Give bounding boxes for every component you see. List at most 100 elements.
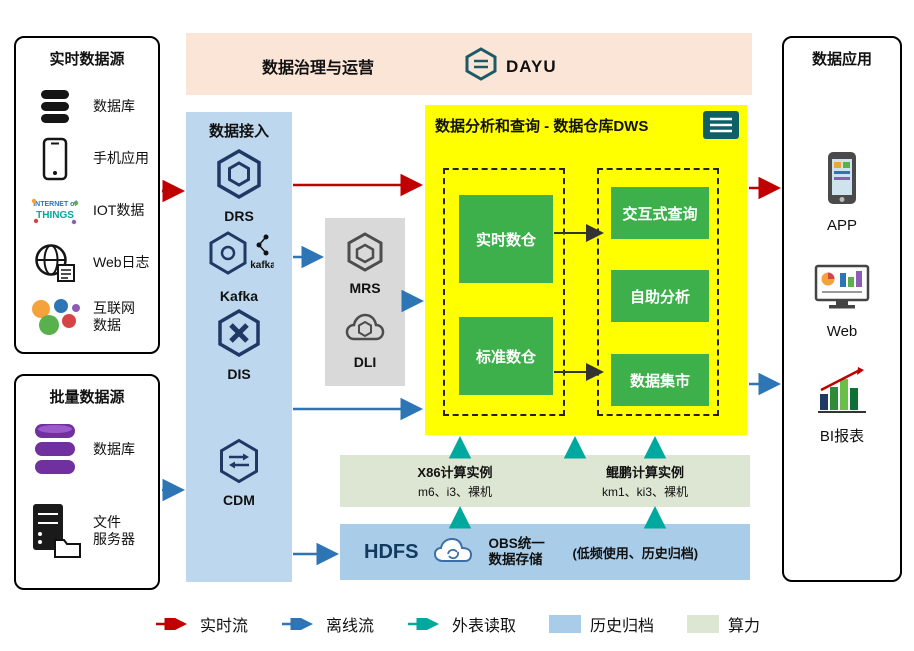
service-label: 交互式查询	[622, 205, 698, 223]
source-label: 文件 服务器	[93, 513, 135, 548]
source-label: 数据库	[93, 441, 135, 458]
offline-arrow-swatch	[281, 618, 313, 630]
source-label: 数据库	[93, 98, 135, 115]
application-label: APP	[826, 217, 857, 234]
legend-item-compute: 算力	[686, 612, 760, 636]
governance-title: 数据治理与运营	[262, 60, 375, 77]
svg-text:THINGS: THINGS	[36, 210, 74, 221]
service-label: MRS	[349, 280, 381, 296]
compute-title: X86计算实例	[417, 465, 493, 480]
obs-cloud-icon	[430, 534, 476, 571]
application-label: Web	[826, 323, 858, 340]
x86-compute: X86计算实例 m6、i3、裸机	[380, 462, 530, 500]
dayu-icon	[464, 47, 498, 86]
service-label: CDM	[223, 492, 255, 508]
warehouse-box: 实时数仓	[459, 195, 553, 283]
dayu-brand: DAYU	[464, 47, 557, 86]
list-item: kafka Kafka	[186, 228, 292, 304]
service-box: 数据集市	[611, 354, 709, 406]
batch-sources-panel: 批量数据源 数据库 文件 服务器	[14, 374, 160, 590]
realtime-sources-title: 实时数据源	[49, 51, 125, 68]
list-item: DIS	[186, 308, 292, 382]
realtime-sources-panel: 实时数据源 数据库 手机应用 INTERNET of	[14, 36, 160, 354]
list-item: Web	[784, 264, 900, 340]
compute-sub: m6、i3、裸机	[417, 485, 492, 499]
kafka-icon: kafka	[204, 228, 276, 285]
processing-panel: MRS DLI	[325, 218, 405, 386]
compute-panel: X86计算实例 m6、i3、裸机 鲲鹏计算实例 km1、ki3、裸机	[340, 455, 750, 507]
ingestion-panel: 数据接入 DRS kafka Kafka	[186, 112, 292, 582]
list-item: INTERNET of THINGS IOT数据	[26, 186, 154, 236]
svg-text:kafka: kafka	[250, 260, 274, 271]
dayu-label: DAYU	[506, 56, 557, 76]
source-label: IOT数据	[93, 202, 145, 219]
service-label: 自助分析	[629, 288, 690, 306]
dli-icon	[343, 310, 387, 351]
list-item: CDM	[186, 438, 292, 508]
legend: 实时流 离线流 外表读取 历史归档 算力	[0, 612, 914, 636]
service-box: 交互式查询	[611, 187, 709, 239]
dis-icon	[214, 308, 264, 363]
legend-label: 历史归档	[590, 618, 655, 635]
service-box: 自助分析	[611, 270, 709, 322]
list-item: 数据库	[26, 418, 154, 482]
obs-note: (低频使用、历史归档)	[572, 545, 699, 561]
source-label: 互联网 数据	[93, 299, 135, 334]
mobile-app-icon	[26, 137, 84, 181]
applications-panel: 数据应用 APP	[782, 36, 902, 582]
obs-label: OBS统一 数据存储	[488, 535, 545, 567]
governance-banner: 数据治理与运营 DAYU	[186, 33, 752, 95]
list-item: 互联网 数据	[26, 290, 154, 344]
compute-title: 鲲鹏计算实例	[605, 465, 684, 480]
drs-icon	[213, 148, 265, 205]
iot-icon: INTERNET of THINGS	[26, 193, 84, 229]
service-label: DIS	[227, 366, 251, 382]
legend-item-realtime: 实时流	[154, 612, 248, 636]
legend-label: 外表读取	[451, 618, 516, 635]
legend-label: 算力	[728, 618, 761, 635]
external-read-arrow-swatch	[407, 618, 439, 630]
list-item: BI报表	[784, 366, 900, 446]
warehouse-label: 标准数仓	[475, 348, 536, 366]
cdm-icon	[216, 438, 262, 489]
hdfs-label: HDFS	[364, 540, 419, 563]
list-item: DLI	[325, 310, 405, 370]
warehouse-group: 实时数仓 标准数仓	[443, 168, 565, 416]
service-group: 交互式查询 自助分析 数据集市	[597, 168, 719, 416]
list-item: 文件 服务器	[26, 498, 154, 564]
database-purple-icon	[26, 421, 84, 479]
warehouse-label: 实时数仓	[475, 231, 536, 249]
svg-text:INTERNET of: INTERNET of	[33, 201, 77, 208]
service-label: 数据集市	[629, 372, 690, 390]
legend-label: 实时流	[199, 618, 248, 635]
compute-sub: km1、ki3、裸机	[601, 485, 688, 499]
list-item: APP	[784, 150, 900, 234]
list-item: Web日志	[26, 238, 154, 288]
bi-report-icon	[816, 366, 868, 419]
batch-sources-title: 批量数据源	[49, 389, 125, 406]
kunpeng-compute: 鲲鹏计算实例 km1、ki3、裸机	[570, 462, 720, 500]
warehouse-box: 标准数仓	[459, 317, 553, 395]
archive-swatch	[549, 615, 581, 633]
list-item: DRS	[186, 148, 292, 224]
storage-panel: HDFS OBS统一 数据存储 (低频使用、历史归档)	[340, 524, 750, 580]
legend-item-offline: 离线流	[280, 612, 374, 636]
legend-item-archive: 历史归档	[548, 612, 654, 636]
dws-panel: 数据分析和查询 - 数据仓库DWS 实时数仓 标准数仓 交互式查询 自助分析	[425, 105, 747, 435]
mrs-icon	[344, 232, 386, 277]
compute-swatch	[687, 615, 720, 633]
list-item: MRS	[325, 232, 405, 296]
database-icon	[26, 88, 84, 126]
service-label: DRS	[224, 208, 254, 224]
web-browser-icon	[813, 264, 871, 317]
legend-item-external-read: 外表读取	[406, 612, 516, 636]
source-label: Web日志	[93, 254, 150, 271]
list-item: 手机应用	[26, 134, 154, 184]
app-phone-icon	[822, 150, 862, 211]
service-label: Kafka	[219, 288, 259, 304]
applications-title: 数据应用	[811, 51, 872, 68]
application-label: BI报表	[819, 428, 865, 445]
ingestion-title: 数据接入	[208, 123, 269, 140]
web-log-icon	[26, 242, 84, 284]
